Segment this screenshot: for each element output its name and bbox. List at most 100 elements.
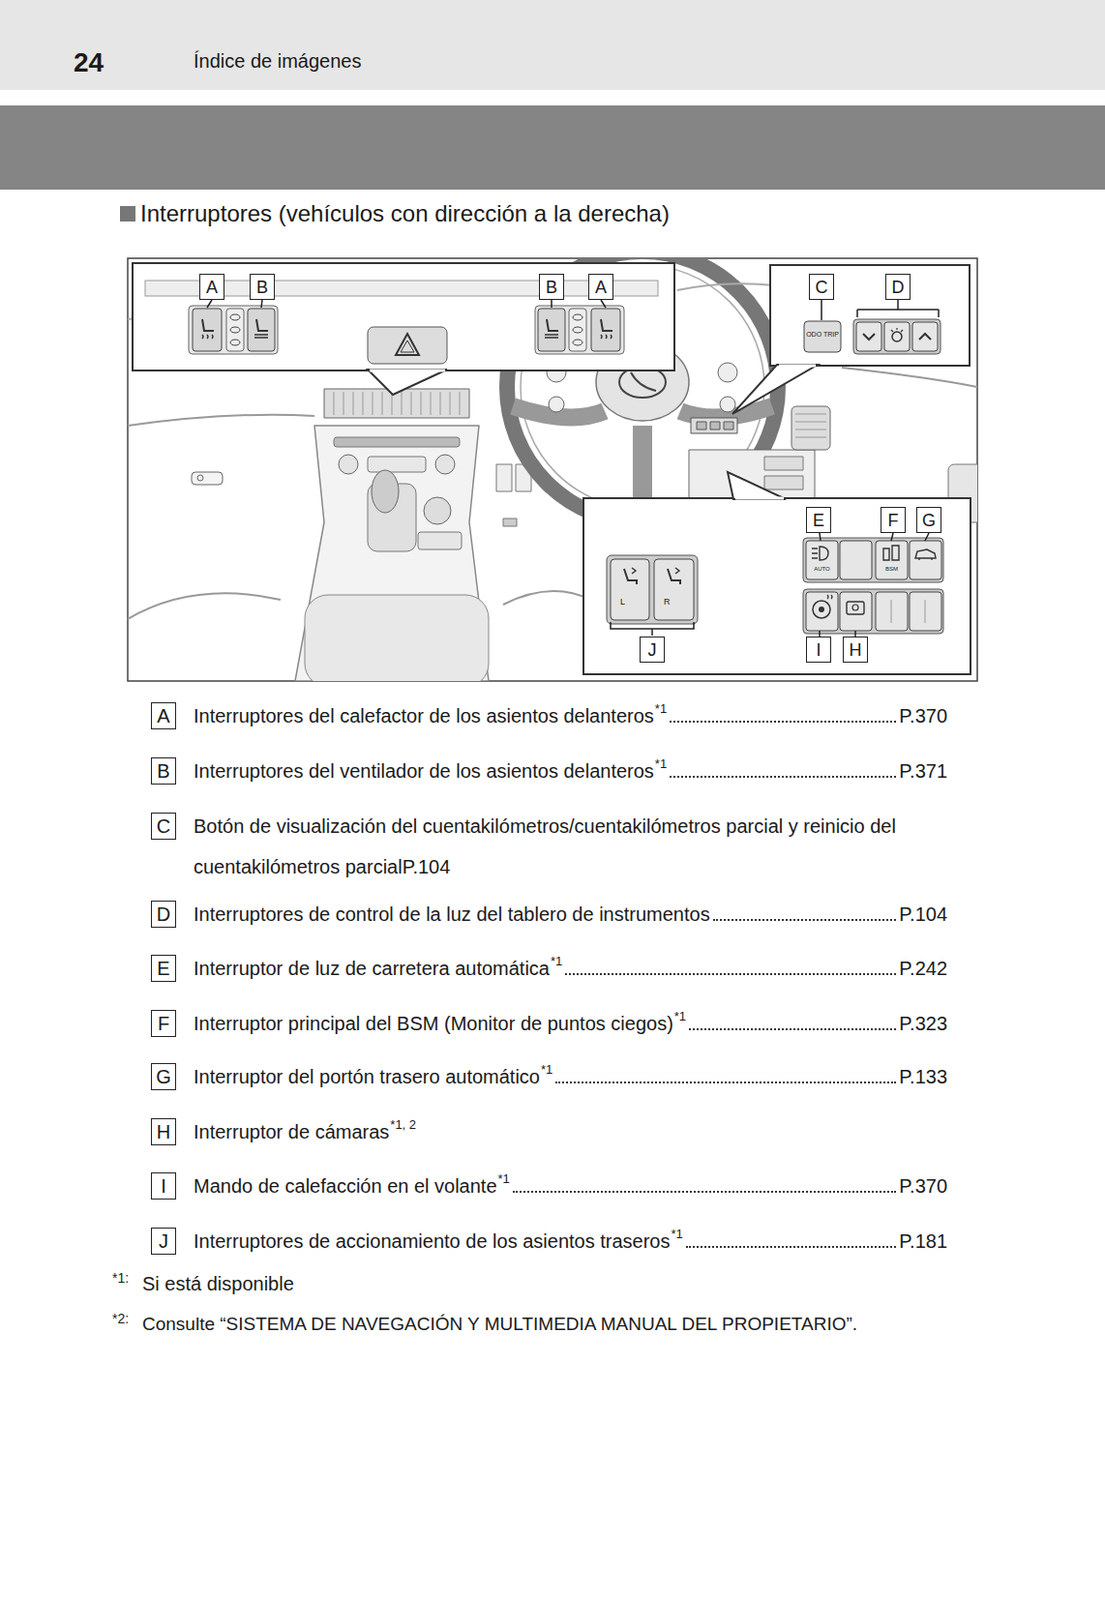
entry-text: Interruptores del ventilador de los asie… <box>193 760 655 783</box>
list-entry: Botón de visualización del cuentakilómet… <box>193 806 948 888</box>
footnote-mark: *1 <box>655 701 667 717</box>
page-reference: P.242 <box>898 957 948 981</box>
illustration-frame <box>127 258 978 682</box>
dot-leader <box>669 776 896 778</box>
list-letter-box: H <box>150 1118 177 1146</box>
callout-letter-text: A <box>156 706 170 726</box>
callout-letter: A <box>588 273 614 300</box>
page-reference: P.104 <box>402 856 451 878</box>
callout-letter-text: A <box>206 278 218 297</box>
button-label: ODO TRIP <box>806 330 839 339</box>
callout-letter-text: H <box>156 1122 171 1142</box>
footnote-text: Consulte “SISTEMA DE NAVEGACIÓN Y MULTIM… <box>142 1313 1086 1337</box>
footnote-mark: *2: <box>112 1310 129 1328</box>
callout-letter: F <box>880 507 906 534</box>
title-bullet <box>119 206 136 222</box>
entry-text: Mando de calefacción en el volante <box>193 1175 498 1198</box>
callout-letter-text: G <box>155 1067 172 1087</box>
callout-letter: C <box>808 273 835 300</box>
running-header: Índice de imágenes <box>193 49 361 74</box>
list-letter-box: F <box>150 1010 177 1038</box>
callout-letter: H <box>842 636 868 663</box>
page-reference: P.371 <box>898 760 948 783</box>
page-number: 24 <box>73 45 104 80</box>
footnote-mark: *1 <box>655 756 667 772</box>
header-band <box>0 0 1105 90</box>
callout-letter-text: A <box>595 278 607 297</box>
footnote-mark: *1 <box>671 1226 684 1242</box>
callout-letter-text: B <box>256 278 269 297</box>
callout-letter-text: I <box>160 1176 167 1196</box>
callout-letter: B <box>538 273 565 300</box>
list-entry: Interruptores del ventilador de los asie… <box>193 757 948 785</box>
page-reference: P.133 <box>898 1066 948 1089</box>
dot-leader <box>686 1246 897 1249</box>
callout-letter: J <box>639 636 665 663</box>
page-reference: P.104 <box>898 903 948 926</box>
inset-top-right <box>732 265 970 415</box>
button-label: L <box>620 597 626 607</box>
entry-text: Interruptor de cámaras <box>193 1121 389 1144</box>
page-reference: P.323 <box>898 1013 948 1036</box>
callout-letter-text: J <box>158 1231 169 1252</box>
entry-text: Interruptor de luz de carretera automáti… <box>193 957 550 981</box>
callout-letter-text: G <box>922 511 936 530</box>
footnote-mark: *1 <box>550 954 563 969</box>
list-entry: Interruptor del portón trasero automátic… <box>193 1063 948 1091</box>
list-entry: Interruptores del calefactor de los asie… <box>193 702 948 730</box>
callout-letter-text: F <box>888 511 899 530</box>
dot-leader <box>669 720 896 723</box>
section-title: Interruptores (vehículos con dirección a… <box>140 199 670 229</box>
callout-letter-text: C <box>156 816 171 837</box>
list-letter-box: D <box>150 900 177 928</box>
footnote-mark: *1 <box>674 1009 687 1024</box>
footnote-mark: *1: <box>112 1269 129 1287</box>
callout-letter-text: I <box>815 641 821 659</box>
list-letter-box: C <box>150 812 177 840</box>
list-letter-box: I <box>150 1172 177 1200</box>
list-entry: Interruptores de control de la luz del t… <box>193 900 948 928</box>
entry-text: Interruptores de accionamiento de los as… <box>193 1230 671 1254</box>
callout-letter-text: B <box>156 761 170 781</box>
callout-letter-text: E <box>156 958 170 979</box>
callout-letter-text: J <box>648 641 658 659</box>
callout-letter-text: H <box>849 641 863 659</box>
dot-leader <box>555 1081 896 1084</box>
footnote-mark: *1, 2 <box>389 1117 417 1133</box>
list-letter-box: G <box>150 1063 177 1091</box>
entry-text: Interruptor del portón trasero automátic… <box>193 1066 540 1089</box>
list-entry: Interruptor principal del BSM (Monitor d… <box>193 1010 948 1038</box>
list-entry: Interruptor de cámaras*1, 2 <box>193 1118 948 1146</box>
list-letter-box: A <box>150 702 177 730</box>
callout-letter: E <box>806 507 832 534</box>
list-entry: Interruptores de accionamiento de los as… <box>193 1227 948 1255</box>
callout-letter: A <box>199 273 225 300</box>
section-band <box>0 105 1105 190</box>
callout-letter-text: D <box>156 904 171 925</box>
footnote-text: Si está disponible <box>142 1272 295 1297</box>
entry-text: Botón de visualización del cuentakilómet… <box>193 815 896 878</box>
cockpit-illustration <box>127 258 978 682</box>
callout-letter: I <box>806 636 832 663</box>
inset-top-left <box>132 263 675 395</box>
inset-bottom <box>583 472 971 675</box>
dot-leader <box>688 1028 896 1031</box>
list-letter-box: B <box>150 757 177 785</box>
callout-letter: D <box>885 273 911 300</box>
footnote-mark: *1 <box>498 1171 510 1187</box>
callout-letter: G <box>916 507 942 534</box>
dot-leader <box>512 1191 896 1194</box>
callout-letter-text: C <box>815 278 829 297</box>
callout-letter-text: D <box>892 278 905 297</box>
dot-leader <box>713 919 897 922</box>
callout-letter-text: F <box>157 1014 170 1034</box>
page-reference: P.181 <box>898 1230 948 1254</box>
entry-text: Interruptor principal del BSM (Monitor d… <box>193 1013 674 1036</box>
entry-text: Interruptores de control de la luz del t… <box>193 903 711 926</box>
page-reference: P.370 <box>898 705 948 728</box>
dot-leader <box>565 973 896 976</box>
list-letter-box: E <box>150 955 177 983</box>
list-letter-box: J <box>150 1227 177 1255</box>
